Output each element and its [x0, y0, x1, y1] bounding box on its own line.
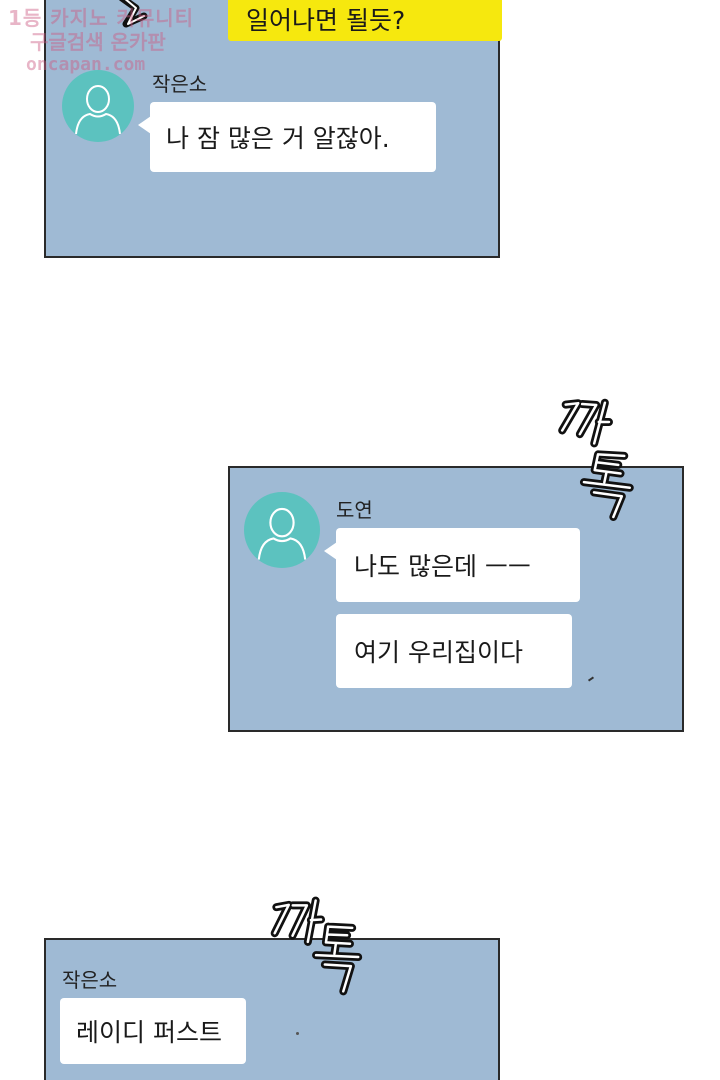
watermark-line: 구글검색 온카판: [30, 30, 166, 54]
sender-name: 도연: [336, 498, 373, 522]
ink-mark: [296, 1032, 299, 1035]
watermark-line: 1등 카지노 커뮤니티: [8, 6, 195, 30]
sender-name: 작은소: [62, 968, 118, 992]
chat-panel: 일어나면 될듯? 작은소 나 잠 많은 거 알잖아.: [44, 0, 502, 258]
received-message-bubble: 나 잠 많은 거 알잖아.: [138, 102, 436, 172]
kkatok-sound-effect: [262, 896, 382, 1016]
message-text: 일어나면 될듯?: [246, 5, 406, 35]
message-text: 나도 많은데 ㅡㅡ: [354, 552, 531, 581]
kkatok-sound-effect: [545, 398, 665, 530]
sent-message-bubble: 일어나면 될듯?: [228, 0, 502, 41]
profile-avatar: [244, 492, 320, 568]
received-message-bubble: 나도 많은데 ㅡㅡ: [324, 528, 580, 602]
sender-name: 작은소: [152, 72, 208, 96]
message-text: 여기 우리집이다: [354, 638, 523, 667]
chat-panel: 도연 나도 많은데 ㅡㅡ 여기 우리집이다: [228, 466, 684, 732]
profile-avatar: [62, 70, 134, 142]
message-text: 나 잠 많은 거 알잖아.: [166, 124, 390, 153]
profile-silhouette-icon: [75, 85, 121, 135]
watermark-line: oncapan.com: [26, 54, 146, 75]
watermark: 1등 카지노 커뮤니티 구글검색 온카판 oncapan.com: [8, 6, 194, 76]
message-text: 레이디 퍼스트: [76, 1018, 222, 1047]
profile-silhouette-icon: [257, 507, 307, 560]
received-message-bubble: 레이디 퍼스트: [60, 998, 246, 1064]
sfx-fragment: [118, 0, 158, 34]
chat-panel: 작은소 레이디 퍼스트: [44, 938, 500, 1080]
received-message-bubble: 여기 우리집이다: [336, 614, 572, 688]
ink-mark: [587, 676, 595, 682]
